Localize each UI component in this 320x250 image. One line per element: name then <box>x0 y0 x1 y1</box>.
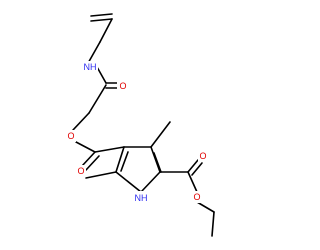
bond-ring-c2-n <box>140 171 161 193</box>
bond-ring-n-c5 <box>115 171 142 193</box>
bond-ester2-co-b <box>191 162 203 176</box>
allyl-group <box>86 13 113 66</box>
bond-carbonyl-to-ch2 <box>88 84 107 114</box>
bond-allyl-double-b <box>90 18 113 22</box>
o-carbonyl2-label: O <box>199 151 206 161</box>
atom-label-o-ester1: O <box>66 130 76 142</box>
atom-label-o-amide: O <box>117 80 127 91</box>
bond-nh-to-carbonyl <box>96 66 107 84</box>
bond-ester-co-a <box>81 151 96 167</box>
bond-ethyl-ch2-ch3 <box>211 211 215 237</box>
atom-label-nh-amide: NH <box>82 61 98 72</box>
bond-ester2-co-a <box>187 159 199 173</box>
bond-ring-c5-c4 <box>115 146 125 173</box>
nh-ring-label: NH <box>135 193 148 203</box>
atom-label-o-carbonyl2: O <box>198 150 208 162</box>
molecule-structure-diagram: NH O O O NH O O <box>66 13 215 237</box>
bond-ring-c5-c4-inner <box>120 151 129 172</box>
o-ester2-label: O <box>193 192 200 202</box>
bond-oester-to-c <box>75 141 96 153</box>
bond-ring-c3-c2 <box>150 146 161 173</box>
ester-group-2 <box>159 159 215 237</box>
bond-allyl-single <box>99 18 113 43</box>
bond-ring-c3-c2-inner <box>153 152 162 173</box>
pyrrole-ring <box>115 146 162 193</box>
bond-ch2-to-oester <box>72 112 90 131</box>
nh-amide-label: NH <box>84 62 97 72</box>
o-ester1-label: O <box>67 131 74 141</box>
atom-label-o-carbonyl1: O <box>76 165 86 177</box>
o-amide-label: O <box>119 81 126 91</box>
bond-ester-co-b <box>85 155 100 171</box>
atom-label-nh-ring: NH <box>132 191 150 203</box>
amide-group <box>72 66 119 131</box>
bond-methyl-c5 <box>85 171 117 179</box>
ester-group-1 <box>75 141 125 171</box>
bond-methyl-c3 <box>150 121 171 148</box>
o-carbonyl1-label: O <box>77 166 84 176</box>
bond-ester2-c-to-o <box>187 171 198 193</box>
bond-ester-c-to-ring <box>94 146 125 153</box>
atom-label-o-ester2: O <box>192 191 202 203</box>
bond-allyl-double-a <box>90 13 113 17</box>
bond-oester2-to-ch2 <box>196 201 215 213</box>
